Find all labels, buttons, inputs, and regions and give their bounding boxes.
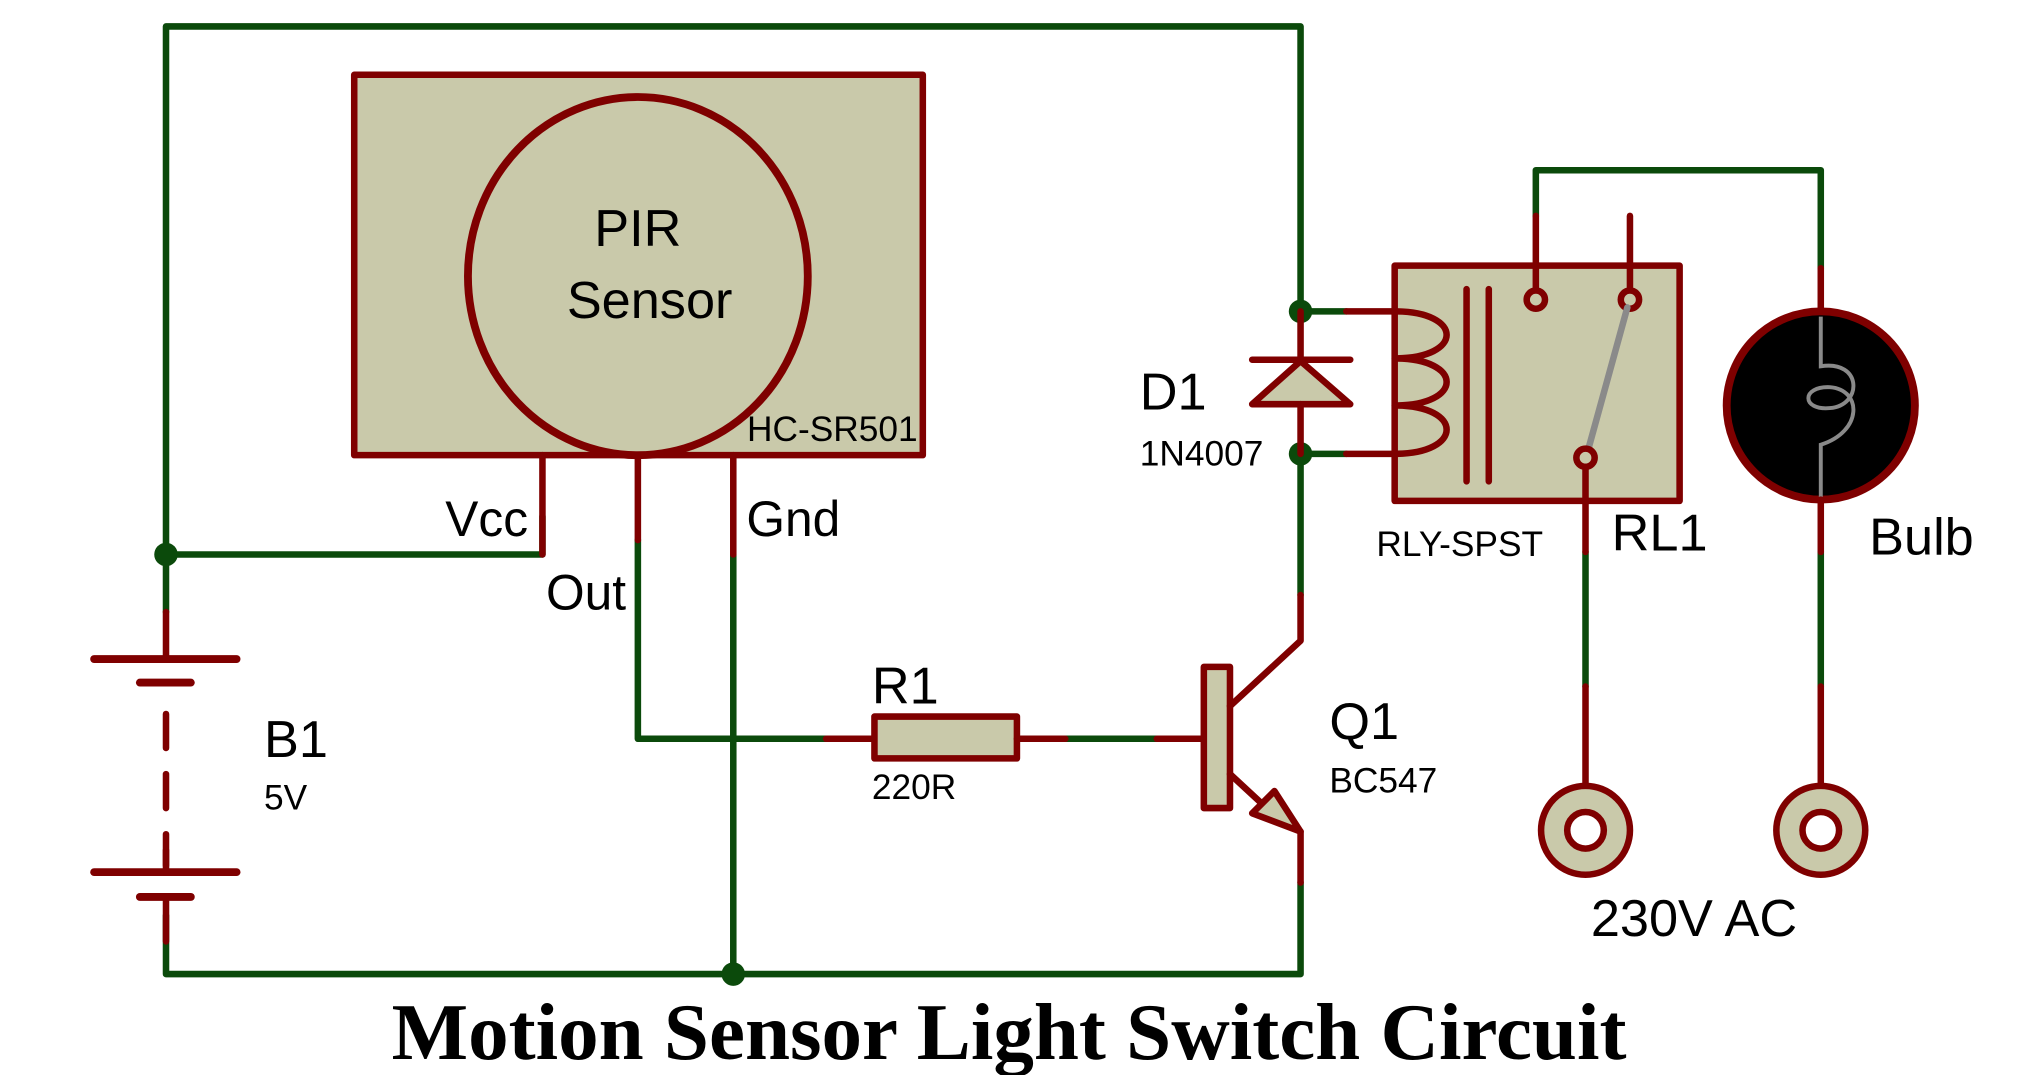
relay-coil-icon [1391,308,1450,458]
transistor-ref: Q1 [1329,693,1399,751]
ac-terminal-1-hole [1563,808,1608,852]
transistor-part: BC547 [1329,761,1437,800]
battery-value: 5V [264,778,308,817]
battery-ref: B1 [264,711,328,769]
pir-name-line2: Sensor [567,272,733,330]
relay-rl1: RLY-SPST RL1 [1343,212,1708,564]
ac-source-label: 230V AC [1591,890,1797,948]
relay-part: RLY-SPST [1376,525,1543,564]
bulb-filament-icon [1806,316,1856,497]
transistor-q1: Q1 BC547 [1153,591,1437,886]
resistor-r1: R1 220R [822,658,1069,807]
diode-ref: D1 [1140,363,1207,421]
transistor-emitter-arrow [1248,787,1304,835]
diagram-title: Motion Sensor Light Switch Circuit [392,987,1627,1075]
pir-pin-vcc-label: Vcc [445,491,528,547]
wires [162,23,1825,978]
battery-b1: B1 5V [90,608,328,945]
relay-switch-arm [1584,304,1631,454]
bulb-label: Bulb [1869,508,1974,566]
junction-dot [721,962,746,986]
relay-contact-1 [1523,287,1549,313]
transistor-collector [1226,591,1304,710]
wire-out-to-r1 [634,536,830,743]
pir-pin-out-label: Out [546,564,626,620]
diode-part: 1N4007 [1140,435,1264,474]
resistor-body [871,713,1021,762]
ac-terminal-2-hole [1799,808,1843,852]
wire-relay-to-bulb [1532,166,1825,272]
wire-top-loop [162,23,1304,558]
diode-d1: D1 1N4007 [1140,308,1354,474]
relay-ref: RL1 [1612,505,1708,563]
pir-pin-gnd-label: Gnd [746,491,840,547]
resistor-ref: R1 [872,658,939,716]
junction-dot [154,542,178,567]
pir-sensor-module: PIR Sensor HC-SR501 Vcc Out Gnd [350,71,927,620]
ac-source: 230V AC [1537,683,1869,948]
resistor-value: 220R [872,768,956,807]
pir-name-line1: PIR [594,200,681,258]
bulb: Bulb [1722,264,1974,566]
relay-core-line [1463,285,1493,485]
transistor-emitter [1226,770,1269,811]
pir-part-number: HC-SR501 [747,410,918,449]
transistor-base-bar [1200,663,1234,812]
diode-triangle [1248,357,1354,408]
